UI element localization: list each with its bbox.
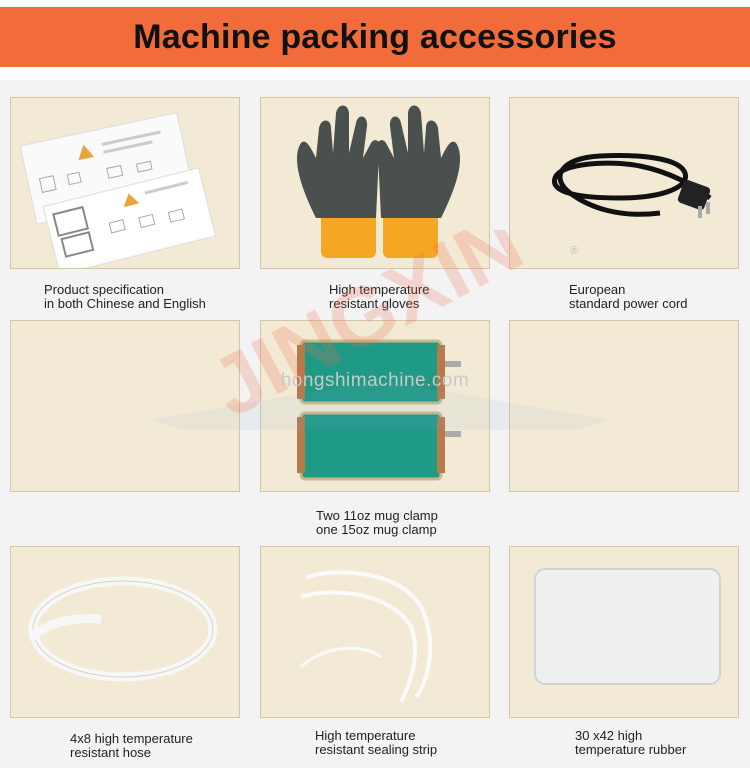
power-cord-photo <box>509 97 739 269</box>
hose-photo <box>10 546 240 718</box>
mug-clamps-image <box>297 339 461 481</box>
gloves-image <box>296 105 461 258</box>
page-title: Machine packing accessories <box>133 18 617 56</box>
sealing-strip-photo <box>260 546 490 718</box>
header-banner: Machine packing accessories <box>0 0 750 80</box>
registered-mark: ® <box>570 245 579 257</box>
mug-clamp-photo <box>260 320 490 492</box>
sealing-strip-image <box>299 570 433 703</box>
gloves-photo <box>260 97 490 269</box>
empty-panel-right <box>509 320 739 492</box>
rubber-pad-photo <box>509 546 739 718</box>
manual-papers-image <box>19 112 217 268</box>
hose-image <box>28 576 218 682</box>
power-cord-image <box>552 153 712 218</box>
rubber-pad-image <box>534 568 721 685</box>
product-specification-photo <box>10 97 240 269</box>
empty-panel-left <box>10 320 240 492</box>
